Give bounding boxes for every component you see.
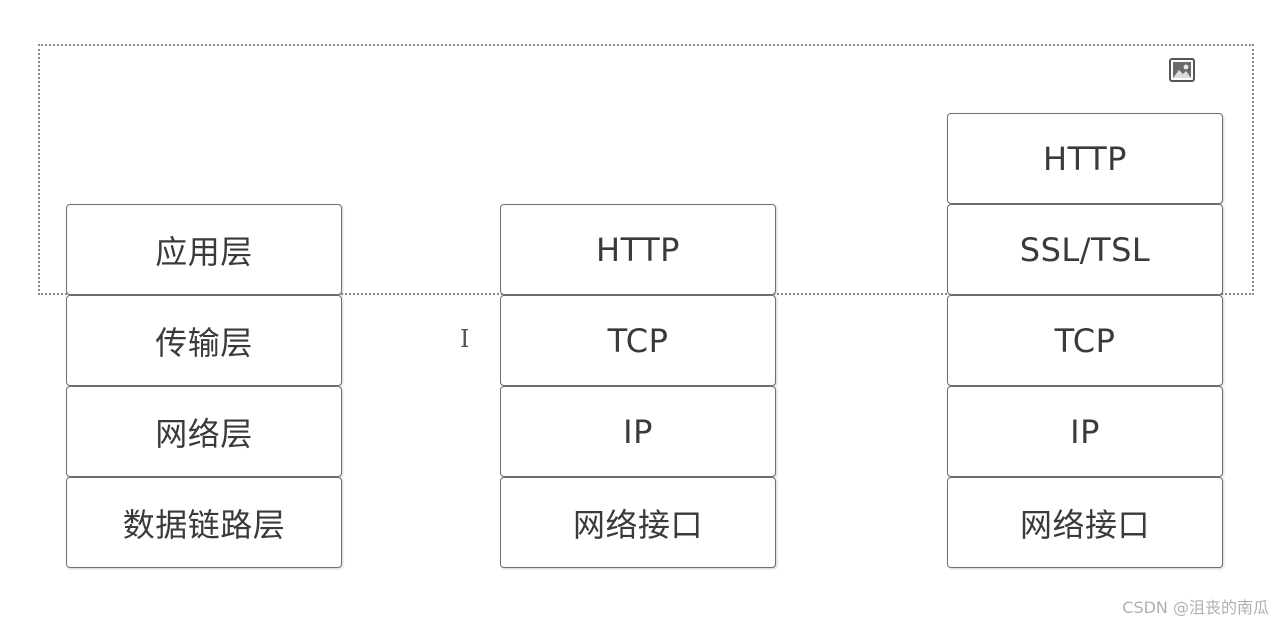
text-cursor-icon: I [460, 325, 470, 353]
layer-network-interface: 网络接口 [947, 477, 1223, 568]
layer-tcp: TCP [500, 295, 776, 386]
layer-ip: IP [947, 386, 1223, 477]
layer-network-interface: 网络接口 [500, 477, 776, 568]
layer-http: HTTP [947, 113, 1223, 204]
layer-network: 网络层 [66, 386, 342, 477]
layer-ip: IP [500, 386, 776, 477]
layer-data-link: 数据链路层 [66, 477, 342, 568]
layer-application: 应用层 [66, 204, 342, 295]
layer-tcp: TCP [947, 295, 1223, 386]
layer-transport: 传输层 [66, 295, 342, 386]
watermark: CSDN @沮丧的南瓜 [1122, 598, 1269, 617]
image-icon[interactable] [1168, 57, 1196, 83]
layer-http: HTTP [500, 204, 776, 295]
layer-ssl-tsl: SSL/TSL [947, 204, 1223, 295]
